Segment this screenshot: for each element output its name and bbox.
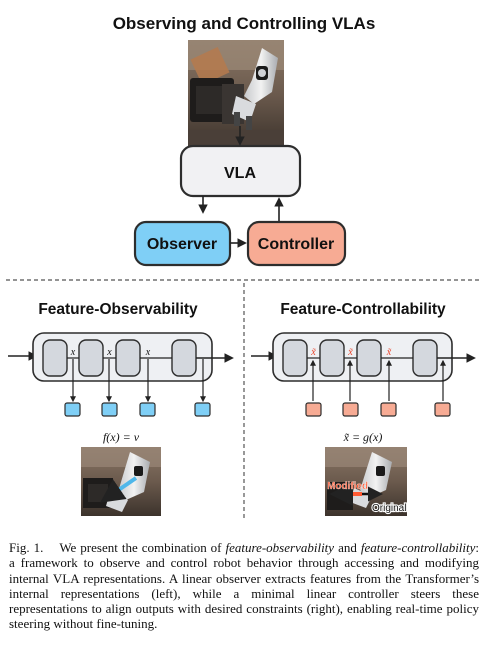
right-transformer-diagram: x̃ x̃ x̃ bbox=[251, 332, 476, 417]
left-transformer-block bbox=[78, 339, 104, 377]
robot-photo-right bbox=[325, 447, 407, 516]
right-transformer-block bbox=[412, 339, 438, 377]
modified-label: Modified bbox=[327, 481, 368, 492]
caption-text: : a framework to observe and control rob… bbox=[9, 540, 480, 632]
right-transformer-block bbox=[319, 339, 345, 377]
caption-label: Fig. 1. bbox=[9, 540, 44, 555]
right-transformer-block bbox=[356, 339, 382, 377]
controller-feature-box bbox=[380, 402, 397, 417]
observer-feature-box bbox=[64, 402, 81, 417]
left-transformer-block bbox=[42, 339, 68, 377]
left-feature-symbol: x bbox=[145, 347, 151, 358]
right-transformer-block bbox=[282, 339, 308, 377]
left-transformer-diagram: x x x bbox=[8, 332, 234, 417]
caption-text: We present the combination of bbox=[59, 540, 222, 555]
left-panel-title: Feature-Observability bbox=[38, 301, 198, 318]
controller-feature-box bbox=[434, 402, 451, 417]
right-feature-symbol: x̃ bbox=[386, 347, 392, 358]
controller-box bbox=[246, 220, 347, 267]
left-transformer-block bbox=[115, 339, 141, 377]
caption-emphasis: feature-controllability bbox=[360, 540, 476, 555]
right-panel-title: Feature-Controllability bbox=[280, 301, 446, 318]
original-label: Original bbox=[372, 503, 406, 514]
observer-label: Observer bbox=[147, 236, 217, 253]
robot-photo-top bbox=[188, 40, 284, 148]
left-feature-symbol: x bbox=[106, 347, 112, 358]
right-equation: x̃ = g(x) bbox=[343, 430, 383, 444]
controller-label: Controller bbox=[258, 236, 334, 253]
left-equation: f(x) = v bbox=[103, 430, 140, 444]
caption-text: and bbox=[338, 540, 357, 555]
controller-feature-box bbox=[342, 402, 359, 417]
controller-feature-box bbox=[305, 402, 322, 417]
observer-feature-box bbox=[194, 402, 211, 417]
left-transformer-block bbox=[171, 339, 197, 377]
right-feature-symbol: x̃ bbox=[347, 347, 353, 358]
figure-caption: Fig. 1. We present the combination of fe… bbox=[9, 540, 479, 632]
vla-box bbox=[179, 144, 302, 198]
caption-emphasis: feature-observability bbox=[225, 540, 335, 555]
vla-label: VLA bbox=[224, 165, 256, 182]
robot-photo-left bbox=[81, 447, 161, 516]
right-feature-symbol: x̃ bbox=[310, 347, 316, 358]
figure-diagram: Observing and Controlling VLAs VLA Obser… bbox=[6, 14, 482, 518]
observer-feature-box bbox=[101, 402, 118, 417]
top-arrows bbox=[198, 126, 284, 248]
main-title: Observing and Controlling VLAs bbox=[113, 14, 376, 33]
left-feature-symbol: x bbox=[70, 347, 76, 358]
observer-feature-box bbox=[139, 402, 156, 417]
